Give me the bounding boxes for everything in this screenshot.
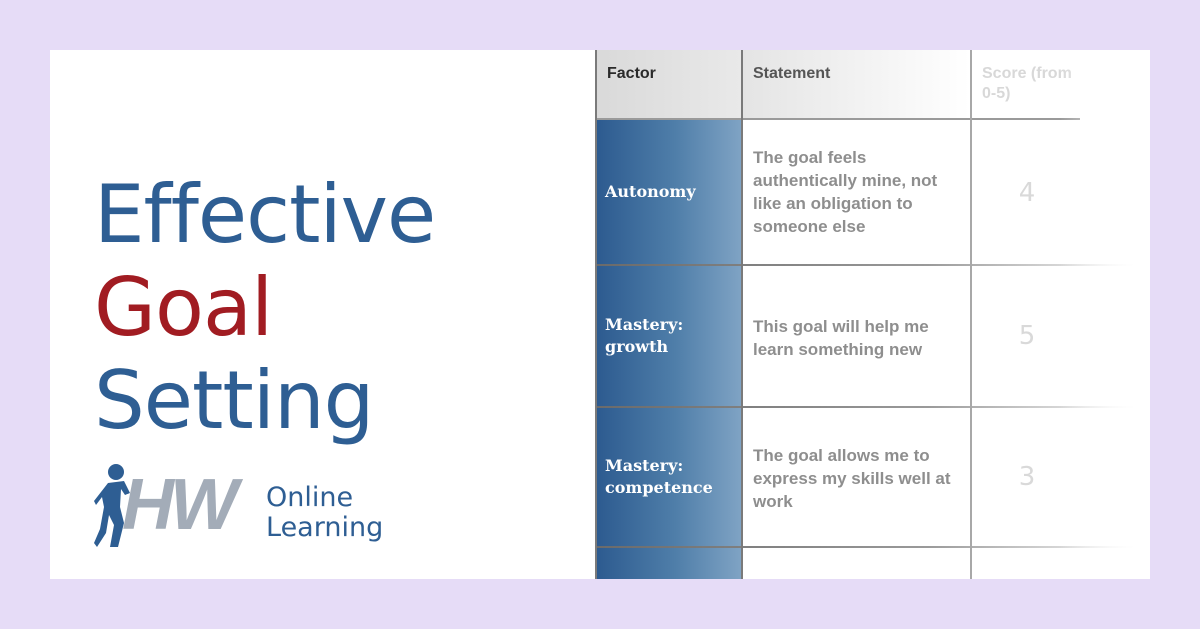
title-line-setting: Setting	[94, 354, 374, 447]
page-title: Effective Goal Setting	[94, 168, 436, 447]
column-divider	[595, 50, 597, 579]
factor-cell-mastery-growth: Mastery: growth	[595, 266, 741, 406]
logo-hw-mark: HW	[122, 465, 238, 545]
statement-cell: The goal feels authentically mine, not l…	[753, 148, 938, 236]
header-statement: Statement	[741, 50, 970, 120]
running-person-icon	[94, 464, 130, 547]
hw-online-learning-logo: HW Online Learning	[94, 463, 394, 553]
score-cell: 4	[1018, 178, 1036, 208]
factor-label: Mastery: competence	[605, 456, 713, 497]
table-fade-overlay	[1060, 50, 1150, 579]
logo-wordmark: Online Learning	[266, 483, 383, 543]
factor-cell-autonomy: Autonomy	[595, 120, 741, 264]
score-cell: 5	[1018, 321, 1036, 351]
row-divider	[595, 546, 1150, 548]
promo-card: Effective Goal Setting HW Online Learnin…	[50, 50, 1150, 579]
statement-cell: This goal will help me learn something n…	[753, 317, 929, 359]
column-divider	[741, 50, 743, 579]
title-line-goal: Goal	[94, 261, 273, 354]
factor-label: Mastery: growth	[605, 315, 684, 356]
row-divider	[595, 264, 1150, 266]
score-cell: 3	[1018, 462, 1036, 492]
title-line-effective: Effective	[94, 168, 436, 261]
header-factor: Factor	[595, 50, 741, 120]
logo-line-online: Online	[266, 482, 354, 513]
statement-cell: The goal allows me to express my skills …	[753, 446, 951, 511]
factor-cell-partial	[595, 548, 741, 579]
row-divider	[595, 406, 1150, 408]
logo-line-learning: Learning	[266, 512, 384, 543]
factor-cell-mastery-competence: Mastery: competence	[595, 408, 741, 546]
column-divider	[970, 50, 972, 579]
goal-factor-table: Factor Statement Score (from 0-5) Autono…	[595, 50, 1150, 579]
